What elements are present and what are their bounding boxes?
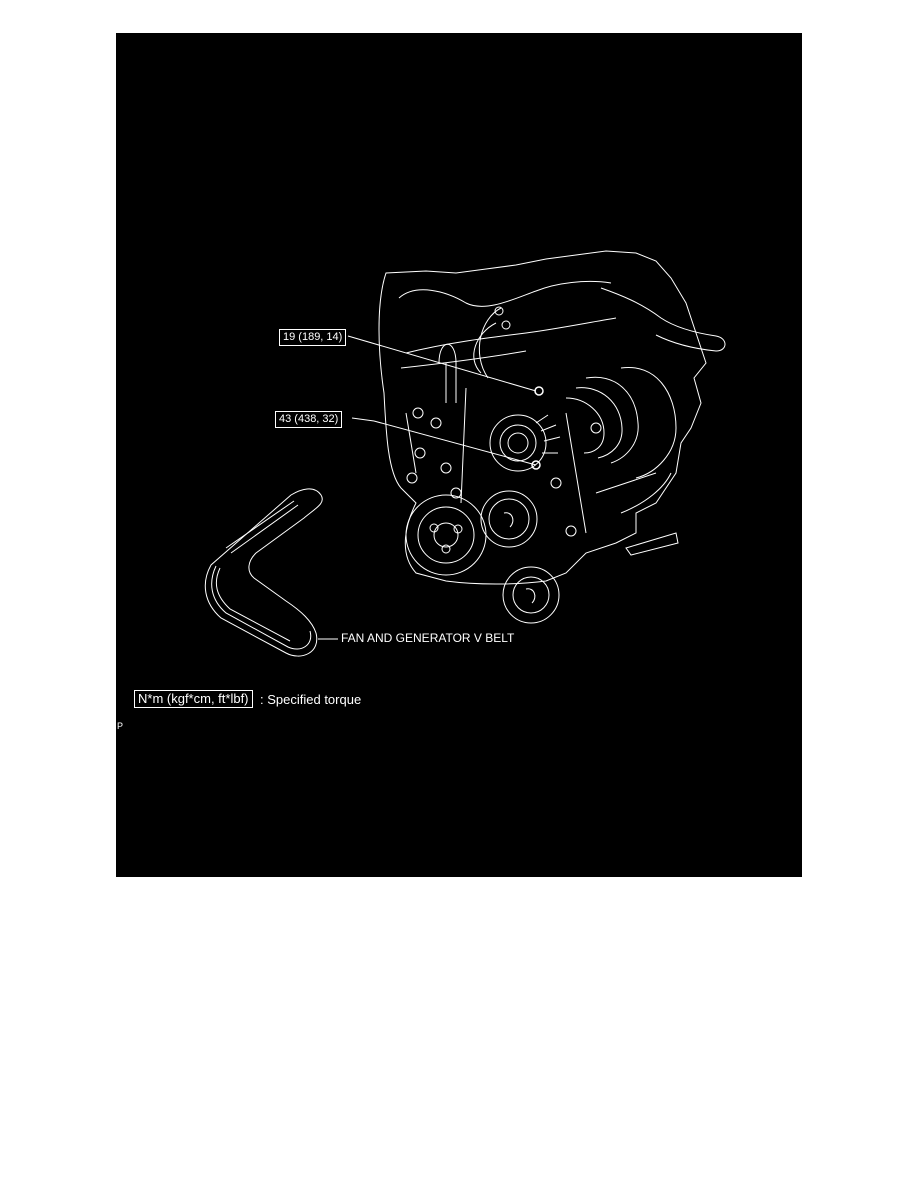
- diagram-panel: 19 (189, 14) 43 (438, 32) FAN AND GENERA…: [116, 33, 802, 877]
- belt-label: FAN AND GENERATOR V BELT: [341, 631, 515, 645]
- leader-line-1: [347, 335, 537, 392]
- engine-drawing: [378, 250, 726, 624]
- torque-callout-2-label: 43 (438, 32): [279, 413, 339, 425]
- torque-callout-1: 19 (189, 14): [279, 329, 347, 346]
- v-belt-drawing: [204, 488, 323, 657]
- torque-legend-text: : Specified torque: [260, 692, 362, 707]
- torque-callout-1-label: 19 (189, 14): [283, 331, 343, 343]
- corner-mark: P: [117, 721, 124, 731]
- leader-line-2: [351, 417, 375, 422]
- torque-units-box: N*m (kgf*cm, ft*lbf): [134, 690, 253, 708]
- engine-diagram: [204, 250, 726, 657]
- torque-callout-2: 43 (438, 32): [275, 411, 343, 428]
